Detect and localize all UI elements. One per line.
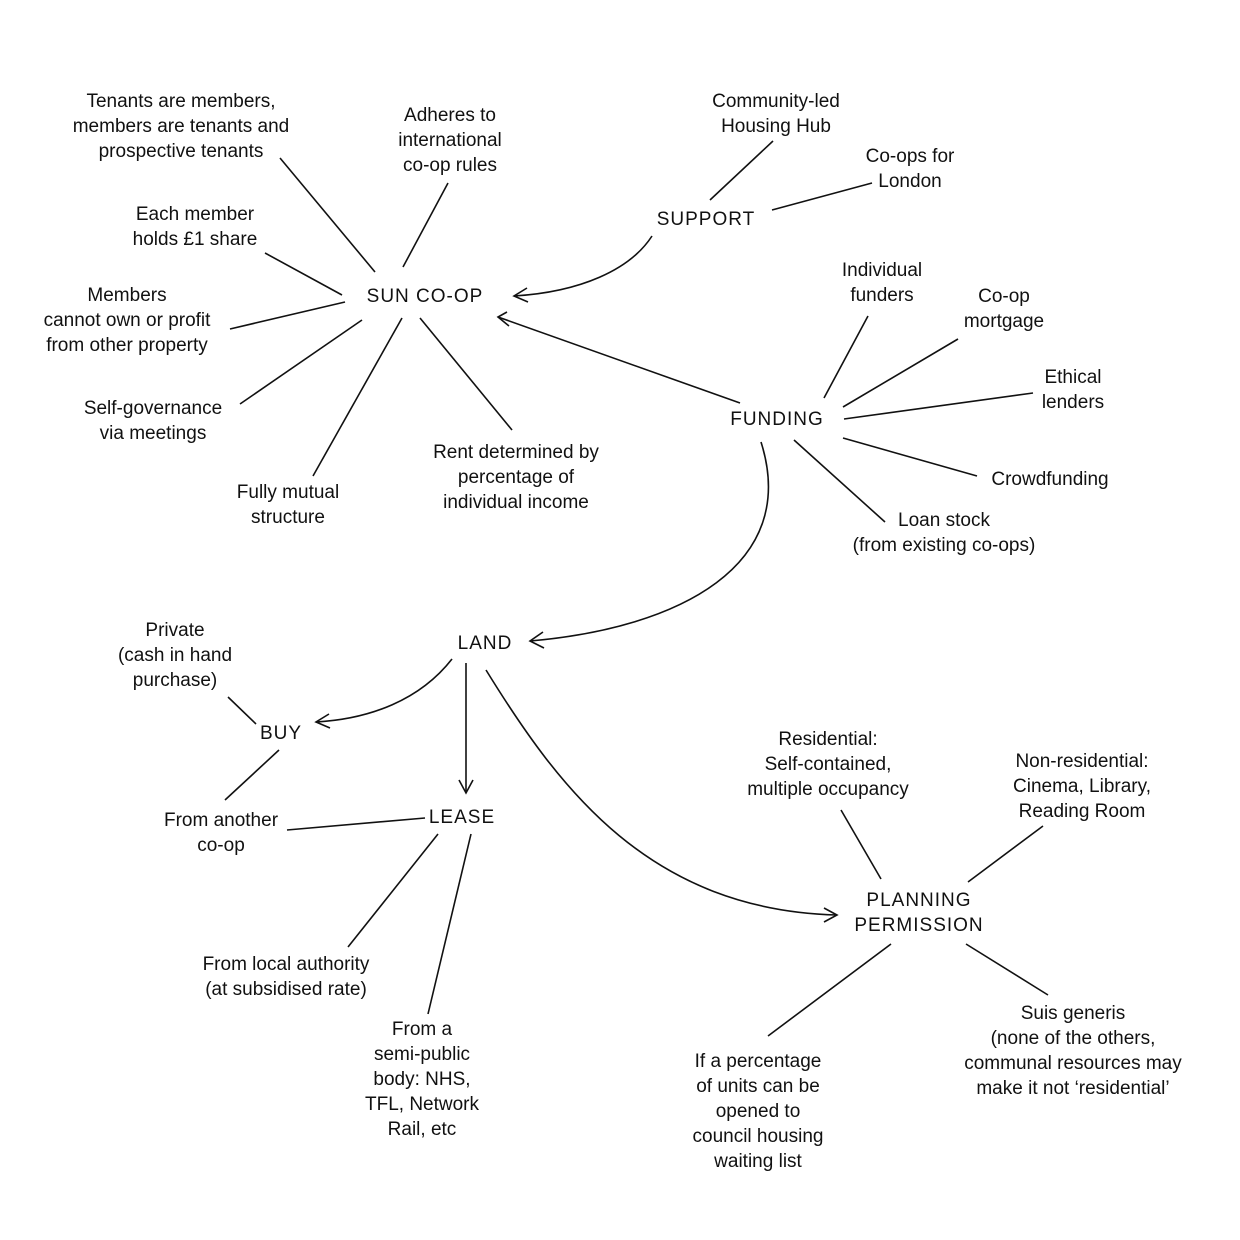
edge-planning-percentage <box>767 943 892 1037</box>
edge-planning-suis <box>965 943 1049 996</box>
edge-sun-share <box>264 252 343 296</box>
edge-funding-mortgage <box>842 338 959 408</box>
node-council-housing-percentage: If a percentage of units can be opened t… <box>692 1051 824 1172</box>
arrowhead-funding-land <box>528 631 545 649</box>
arrowhead-land-buy <box>314 713 331 729</box>
node-coop-mortgage: Co-op mortgage <box>963 286 1045 332</box>
node-non-residential: Non-residential: Cinema, Library, Readin… <box>1013 751 1151 822</box>
edge-funding-individual <box>823 315 869 399</box>
node-self-governance: Self-governance via meetings <box>83 398 223 444</box>
arrowhead-support-sun <box>512 287 529 303</box>
edge-sun-tenants <box>279 157 376 273</box>
edge-lease-another <box>286 817 426 831</box>
arrowhead-funding-sun <box>496 311 510 327</box>
node-community-housing-hub: Community-led Housing Hub <box>712 91 840 137</box>
node-tenants-are-members: Tenants are members, members are tenants… <box>72 91 290 162</box>
edge-buy-another <box>224 749 280 801</box>
node-rent-income: Rent determined by percentage of individ… <box>433 442 599 513</box>
hub-funding: FUNDING <box>730 409 824 430</box>
node-no-other-property: Members cannot own or profit from other … <box>43 285 211 356</box>
edge-sun-governance <box>239 319 363 405</box>
edge-support-london <box>771 182 873 211</box>
edge-sun-rules <box>402 182 449 268</box>
node-international-rules: Adheres to international co-op rules <box>398 105 502 176</box>
edge-land-to-buy <box>315 658 453 723</box>
edge-sun-property <box>229 301 346 330</box>
node-semi-public-body: From a semi-public body: NHS, TFL, Netwo… <box>364 1019 480 1140</box>
node-suis-generis: Suis generis (none of the others, commun… <box>964 1003 1182 1099</box>
edge-lease-local <box>347 833 439 948</box>
arrowhead-land-planning <box>823 907 839 923</box>
edge-support-hub <box>709 140 774 201</box>
node-private-purchase: Private (cash in hand purchase) <box>117 620 233 691</box>
edge-funding-loan <box>793 439 886 523</box>
hub-lease: LEASE <box>428 807 496 828</box>
edge-funding-crowd <box>842 437 978 477</box>
node-coops-for-london: Co-ops for London <box>865 146 955 192</box>
edge-lease-semi <box>427 833 472 1015</box>
node-fully-mutual: Fully mutual structure <box>236 482 340 528</box>
edge-sun-rent <box>419 317 513 431</box>
edge-buy-private <box>227 696 257 725</box>
hub-buy: BUY <box>259 723 303 744</box>
hub-support: SUPPORT <box>656 209 756 230</box>
node-crowdfunding: Crowdfunding <box>991 469 1109 490</box>
node-ethical-lenders: Ethical lenders <box>1041 367 1105 413</box>
arrowhead-land-lease <box>458 779 474 795</box>
node-individual-funders: Individual funders <box>841 260 923 306</box>
node-local-authority: From local authority (at subsidised rate… <box>202 954 370 1000</box>
edge-land-to-planning <box>485 669 838 916</box>
node-member-share: Each member holds £1 share <box>132 204 258 250</box>
edge-sun-mutual <box>312 317 403 477</box>
edge-planning-nonres <box>967 825 1044 883</box>
edge-funding-to-land <box>529 441 770 642</box>
node-loan-stock: Loan stock (from existing co-ops) <box>852 510 1036 556</box>
hub-sun-coop: SUN CO-OP <box>366 286 484 307</box>
hub-land: LAND <box>457 633 513 654</box>
node-from-another-coop: From another co-op <box>163 810 279 856</box>
edge-funding-ethical <box>843 392 1034 420</box>
hub-planning-permission: PLANNING PERMISSION <box>854 890 984 936</box>
node-residential: Residential: Self-contained, multiple oc… <box>747 729 909 800</box>
edge-planning-residential <box>840 809 882 880</box>
edge-funding-to-sun <box>497 316 741 404</box>
edge-support-to-sun <box>513 235 653 297</box>
